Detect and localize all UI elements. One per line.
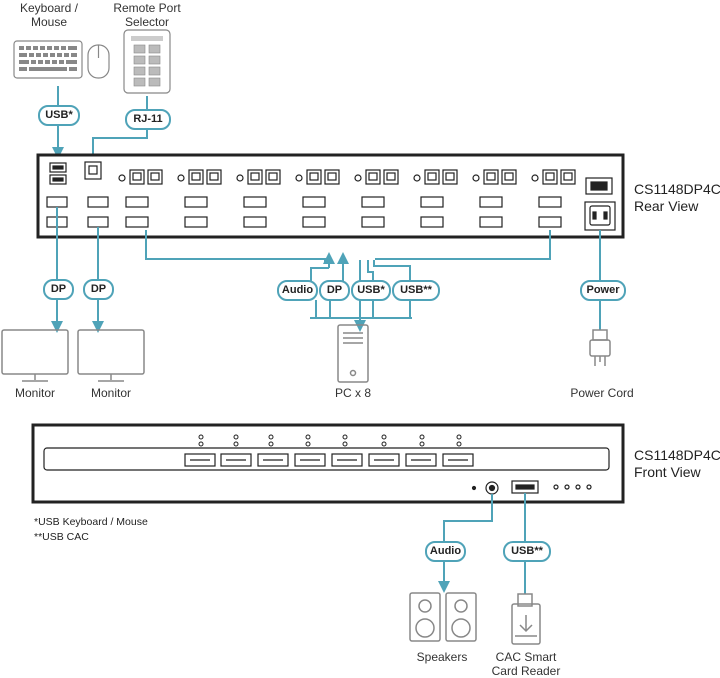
- cac-reader-label: CAC Smart Card Reader: [491, 650, 561, 678]
- front-model-name: CS1148DP4C: [634, 447, 720, 463]
- speakers-icon: [409, 592, 477, 642]
- front-io-ports: [471, 480, 592, 495]
- usb-cac-badge-pc: USB**: [392, 280, 440, 301]
- usb-keyboard-badge: USB*: [38, 105, 80, 126]
- rear-view-label: Rear View: [634, 198, 699, 214]
- monitor-icon: [1, 329, 69, 382]
- speakers-label: Speakers: [416, 650, 468, 664]
- remote-port-selector-label: Remote Port Selector: [113, 1, 181, 29]
- keyboard-mouse-label: Keyboard / Mouse: [19, 1, 79, 29]
- audio-badge: Audio: [277, 280, 318, 301]
- cable-dp-monitors: [51, 207, 104, 333]
- monitor-label-2: Monitor: [90, 386, 131, 400]
- keyboard-icon: [13, 40, 83, 79]
- mouse-icon: [87, 44, 110, 79]
- rear-model-name: CS1148DP4C: [634, 181, 720, 197]
- monitor-icon: [77, 329, 145, 382]
- pc-label: PC x 8: [334, 386, 371, 400]
- usb-cac-badge-reader: USB**: [503, 541, 551, 562]
- power-cord-label: Power Cord: [570, 386, 634, 400]
- usb-badge-pc: USB*: [351, 280, 391, 301]
- remote-port-selector-icon: [123, 29, 171, 94]
- power-switch: [585, 177, 613, 195]
- dp-badge-1: DP: [43, 279, 74, 300]
- front-led-indicators: [198, 434, 462, 447]
- dp-badge-2: DP: [83, 279, 114, 300]
- front-panel: [31, 423, 625, 504]
- dp-badge-pc: DP: [319, 280, 350, 301]
- audio-badge-speakers: Audio: [425, 541, 466, 562]
- footnote-usb-keyboard: *USB Keyboard / Mouse: [34, 516, 148, 528]
- console-usb-ports: [49, 162, 67, 185]
- front-view-label: Front View: [634, 464, 701, 480]
- footnote-usb-cac: **USB CAC: [34, 531, 89, 543]
- power-cord-icon: [589, 329, 611, 366]
- rj11-badge: RJ-11: [125, 109, 171, 130]
- cable-pc-bundle: [145, 230, 551, 332]
- front-port-buttons: [184, 453, 474, 467]
- monitor-label-1: Monitor: [14, 386, 55, 400]
- pc-tower-icon: [337, 324, 369, 383]
- pc-port-groups: [118, 169, 576, 228]
- rj11-port: [84, 161, 102, 180]
- power-inlet: [584, 201, 616, 231]
- power-badge: Power: [580, 280, 626, 301]
- rear-panel: [36, 153, 625, 239]
- cac-reader-icon: [511, 593, 541, 645]
